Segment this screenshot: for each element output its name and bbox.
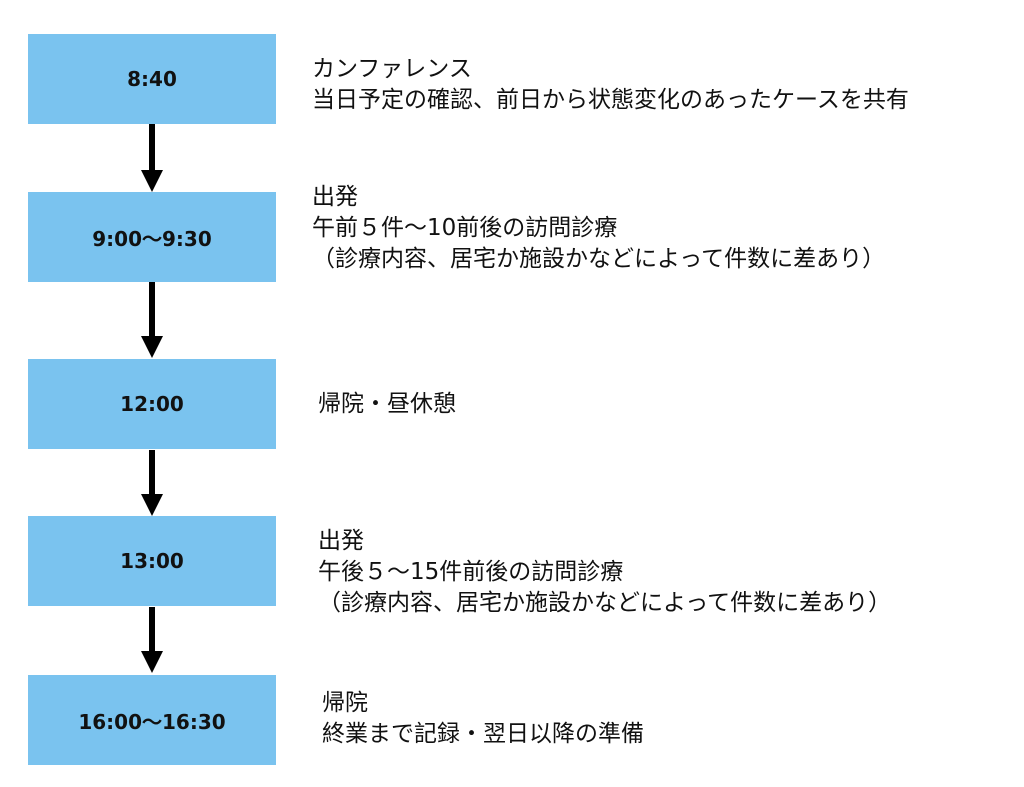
description-line: 出発 [318,528,364,554]
flow-arrow-2 [141,282,163,358]
description-line: 出発 [312,184,358,210]
description-line: （診療内容、居宅か施設かなどによって件数に差あり） [318,590,892,616]
description-line: 午前５件〜10前後の訪問診療 [312,215,618,241]
step-description-1: カンファレンス 当日予定の確認、前日から状態変化のあったケースを共有 [312,54,909,116]
description-line: カンファレンス [312,56,472,82]
description-line: 当日予定の確認、前日から状態変化のあったケースを共有 [312,87,909,113]
description-line: （診療内容、居宅か施設かなどによって件数に差あり） [312,246,886,272]
time-box-1600-1630: 16:00〜16:30 [28,675,276,765]
time-box-1300: 13:00 [28,516,276,606]
description-line: 午後５〜15件前後の訪問診療 [318,559,624,585]
flow-arrow-4 [141,607,163,673]
flow-arrow-1 [141,124,163,192]
time-label: 16:00〜16:30 [78,709,226,734]
flow-arrow-3 [141,450,163,516]
time-box-1200: 12:00 [28,359,276,449]
time-label: 8:40 [127,67,177,91]
time-label: 12:00 [120,392,184,416]
description-line: 帰院・昼休憩 [318,391,456,417]
step-description-4: 出発 午後５〜15件前後の訪問診療 （診療内容、居宅か施設かなどによって件数に差… [318,526,891,619]
description-line: 帰院 [322,690,368,716]
time-box-0900-0930: 9:00〜9:30 [28,192,276,282]
step-description-3: 帰院・昼休憩 [318,389,456,420]
time-label: 13:00 [120,549,184,573]
time-label: 9:00〜9:30 [92,226,212,251]
step-description-5: 帰院 終業まで記録・翌日以降の準備 [322,688,644,750]
time-box-0840: 8:40 [28,34,276,124]
step-description-2: 出発 午前５件〜10前後の訪問診療 （診療内容、居宅か施設かなどによって件数に差… [312,182,885,275]
description-line: 終業まで記録・翌日以降の準備 [322,721,644,747]
